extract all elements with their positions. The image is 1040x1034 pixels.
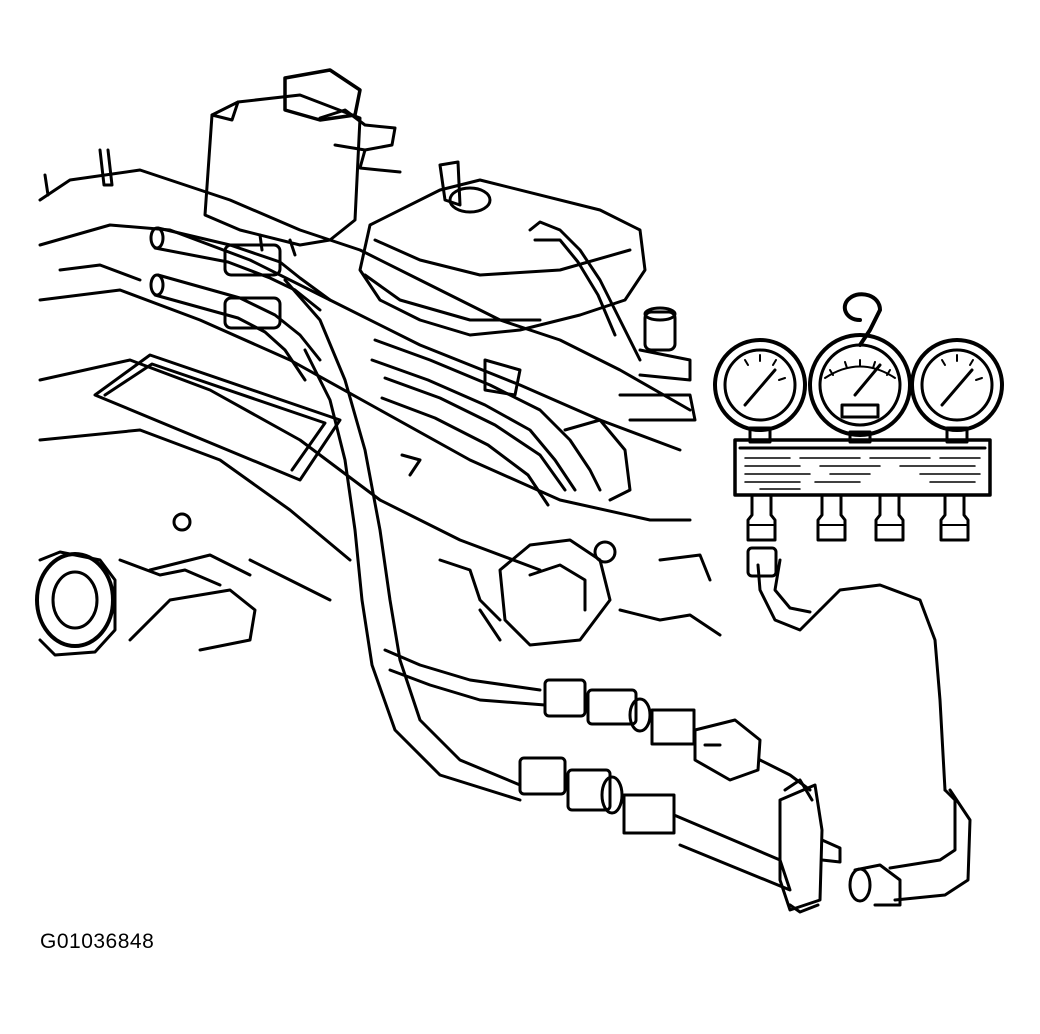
reservoir-cap — [638, 306, 692, 382]
intake-manifold — [38, 148, 692, 572]
upper-hoses — [149, 226, 332, 382]
throttle-body-area — [438, 538, 722, 647]
gauge-hose — [746, 546, 972, 907]
egr-valve — [203, 68, 402, 257]
upper-fitting-chain — [543, 678, 812, 792]
gauge-set — [713, 292, 1004, 542]
lower-fitting-chain — [518, 756, 792, 892]
long-hose-left — [283, 278, 547, 802]
figure-id-label: G01036848 — [40, 930, 155, 953]
gauge-manifold-block — [733, 438, 992, 497]
middle-hoses — [370, 338, 697, 507]
left-pressure-gauge — [713, 338, 807, 444]
coolant-reservoir — [358, 160, 647, 362]
hanger-hook — [842, 292, 882, 347]
tee-fitting — [778, 778, 842, 914]
center-vacuum-gauge — [808, 333, 912, 444]
lower-left-components — [35, 512, 332, 657]
block-fine-print — [744, 457, 981, 490]
right-pressure-gauge — [910, 338, 1004, 444]
gauge-outlet-fittings — [746, 493, 970, 542]
manifold-plate — [93, 353, 422, 482]
